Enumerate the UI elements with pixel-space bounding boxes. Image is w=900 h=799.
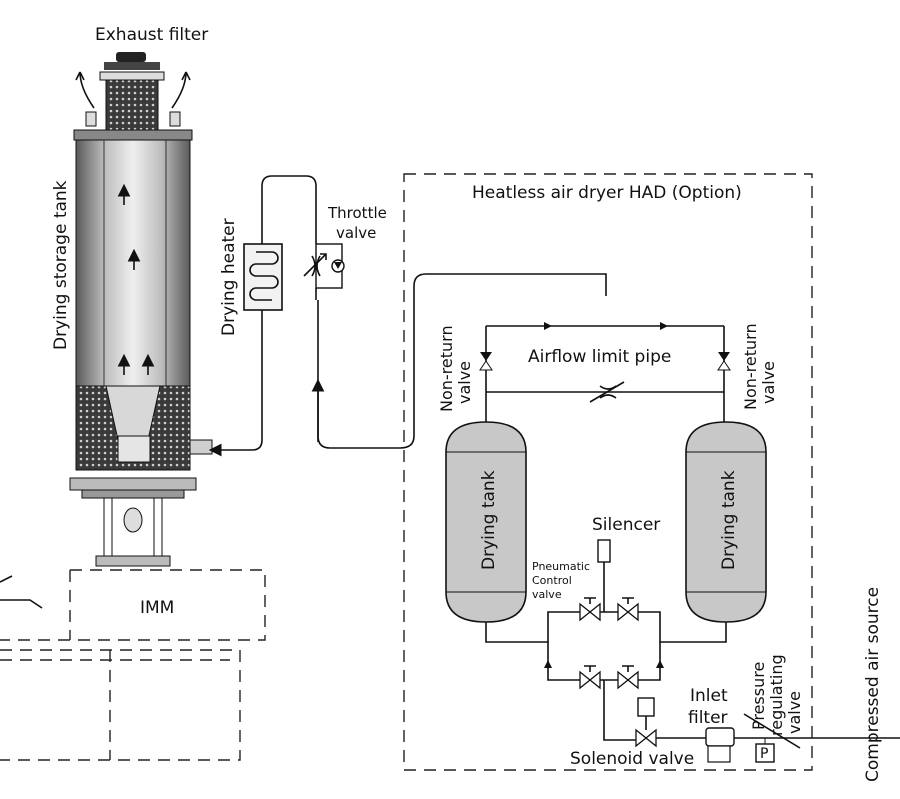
airflow-limit-pipe xyxy=(485,322,725,422)
airflow-limit-pipe-label: Airflow limit pipe xyxy=(528,347,671,367)
drying-storage-tank-label: Drying storage tank xyxy=(51,180,71,350)
pneumatic-label-3: valve xyxy=(532,588,562,601)
drying-tank-right xyxy=(685,421,767,623)
exhaust-filter-label: Exhaust filter xyxy=(95,25,208,45)
throttle-valve-icon xyxy=(303,243,345,289)
imm-label: IMM xyxy=(140,598,174,618)
pressure-valve-leader xyxy=(743,713,801,749)
pneumatic-label-2: Control xyxy=(532,574,572,587)
gauge-p-label: P xyxy=(760,746,768,762)
non-return-right-label-1: Non-return xyxy=(741,323,760,410)
inlet-filter-label-1: Inlet xyxy=(690,686,728,706)
pressure-label-1: Pressure xyxy=(749,662,768,730)
heater-top-pipe xyxy=(261,175,317,244)
drying-tank-left-label: Drying tank xyxy=(479,470,499,570)
pressure-label-3: valve xyxy=(785,691,804,734)
non-return-valve-left-icon xyxy=(479,352,493,371)
had-boundary xyxy=(403,173,813,771)
heater-to-tank-pipe xyxy=(208,310,263,457)
non-return-right-label-2: valve xyxy=(759,361,778,404)
return-pipe xyxy=(317,273,607,449)
compressed-air-source-label: Compressed air source xyxy=(863,587,883,782)
solenoid-valve-label: Solenoid valve xyxy=(570,749,694,769)
inlet-filter-icon xyxy=(705,727,735,763)
inlet-filter-label-2: filter xyxy=(688,708,728,728)
silencer-icon xyxy=(597,539,611,563)
throttle-valve-label-1: Throttle xyxy=(327,204,387,222)
drying-heater-label: Drying heater xyxy=(219,218,239,336)
drying-tank-left xyxy=(445,421,527,623)
silencer-label: Silencer xyxy=(592,515,660,535)
throttle-valve-label-2: valve xyxy=(336,224,376,242)
non-return-left-label-1: Non-return xyxy=(437,325,456,412)
non-return-left-label-2: valve xyxy=(455,361,474,404)
pressure-gauge-icon xyxy=(755,738,775,763)
pneumatic-valve-manifold xyxy=(485,562,727,741)
imm-machine xyxy=(0,569,266,761)
exhaust-filter-icon xyxy=(75,52,191,133)
drying-storage-tank xyxy=(69,52,213,567)
drying-tank-right-label: Drying tank xyxy=(719,470,739,570)
had-title: Heatless air dryer HAD (Option) xyxy=(472,183,742,203)
pneumatic-label-1: Pneumatic xyxy=(532,560,590,573)
solenoid-valve-icon xyxy=(635,697,657,748)
non-return-valve-right-icon xyxy=(717,352,731,371)
pressure-label-2: regulating xyxy=(767,654,786,736)
drying-heater-icon xyxy=(243,243,283,311)
